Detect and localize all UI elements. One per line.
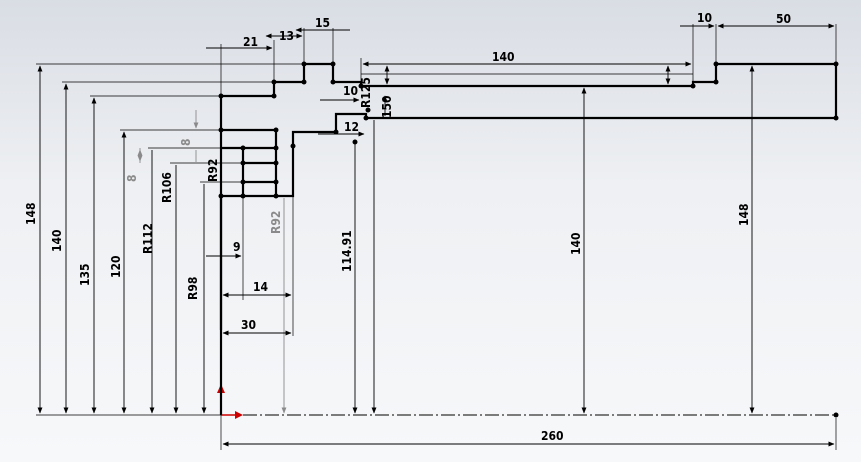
- dim-114-91: 114.91: [340, 230, 354, 272]
- dim-10-mid: 10: [343, 84, 358, 98]
- dim-r92: R92: [206, 159, 220, 182]
- dim-140-left: 140: [50, 229, 64, 252]
- dim-r112: R112: [141, 223, 155, 254]
- dim-9: 9: [233, 240, 241, 254]
- dim-10-top: 10: [697, 11, 712, 25]
- dim-260: 260: [541, 429, 564, 443]
- dim-140-mid: 140: [569, 232, 583, 255]
- dim-21: 21: [243, 35, 258, 49]
- dimension-labels[interactable]: 148 140 135 120 R112 R106 R98 R92 R92 8 …: [24, 11, 791, 443]
- dim-r106: R106: [160, 172, 174, 203]
- dim-r98: R98: [186, 277, 200, 300]
- dim-13: 13: [279, 29, 294, 43]
- dim-135: 135: [78, 263, 92, 286]
- dim-148-left: 148: [24, 202, 38, 225]
- dim-150: 150: [380, 95, 394, 118]
- extension-lines: [36, 24, 837, 450]
- sketch-points[interactable]: [218, 61, 839, 199]
- dim-8-lower: 8: [125, 174, 139, 182]
- dim-140-top: 140: [492, 50, 515, 64]
- dim-8-upper: 8: [179, 138, 193, 146]
- center-line-end-point[interactable]: [833, 412, 839, 418]
- dim-r92-grey: R92: [269, 211, 283, 234]
- dim-50: 50: [776, 12, 791, 26]
- dim-12: 12: [344, 120, 359, 134]
- dim-120: 120: [109, 255, 123, 278]
- dim-30: 30: [241, 318, 256, 332]
- dim-14: 14: [253, 280, 269, 294]
- dim-148-right: 148: [737, 203, 751, 226]
- sketch-profile[interactable]: [219, 62, 838, 415]
- dimension-lines[interactable]: [37, 23, 835, 447]
- dim-15: 15: [315, 16, 330, 30]
- dim-r125: R125: [359, 77, 373, 108]
